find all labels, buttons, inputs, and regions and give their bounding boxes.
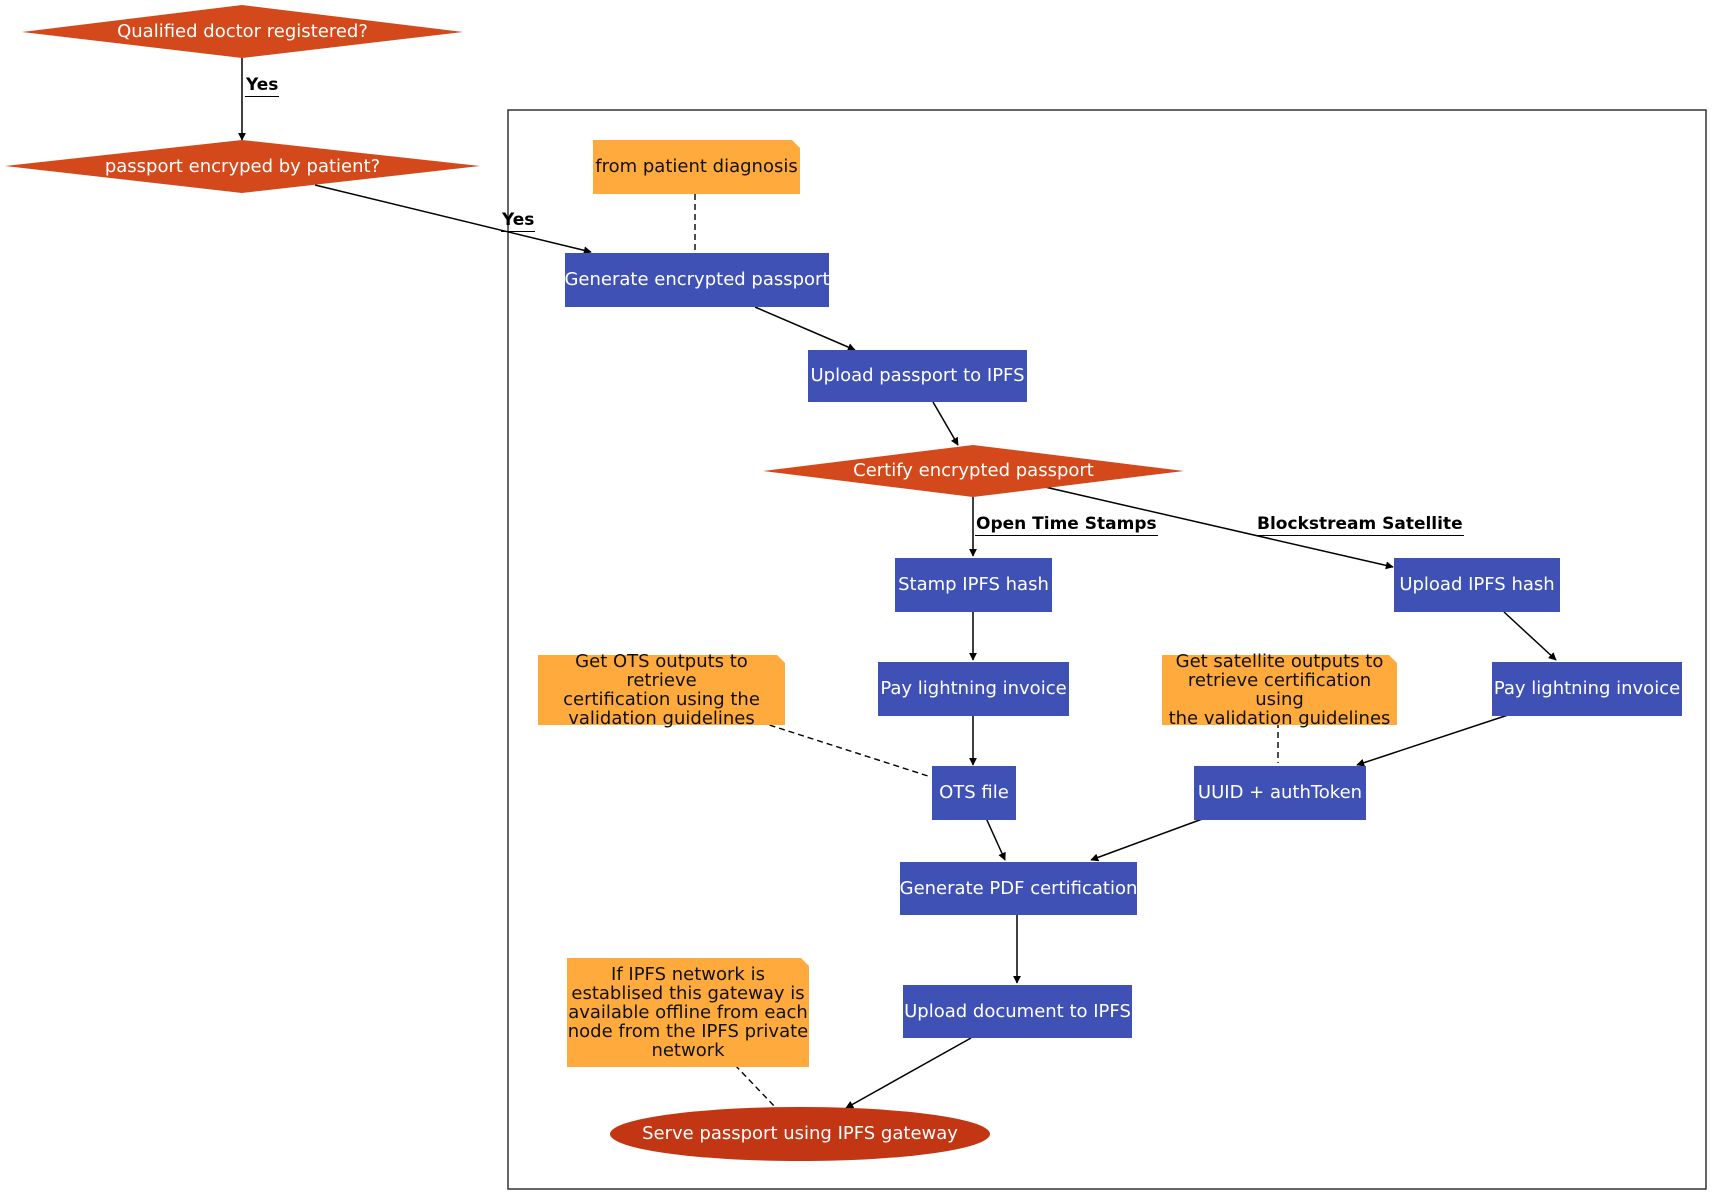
decision-passport-encrypted	[5, 140, 480, 193]
note-ipfs-gateway	[567, 958, 809, 1067]
process-cluster-frame	[507, 109, 1707, 1190]
process-upload-document	[903, 985, 1132, 1038]
edge-upload-doc-to-serve	[845, 1037, 972, 1109]
edge-pay-to-uuid	[1356, 714, 1509, 767]
edge-label-open-time-stamps: Open Time Stamps	[975, 514, 1158, 537]
edge-certify-to-upload-hash	[1044, 486, 1394, 570]
decision-qualified-doctor	[22, 5, 463, 58]
process-stamp-hash	[895, 558, 1052, 612]
flow-edges	[238, 58, 1557, 1109]
terminal-serve-passport	[610, 1107, 990, 1161]
note-from-diagnosis	[593, 140, 800, 194]
process-generate-pdf	[900, 862, 1137, 915]
edge-label-yes-2: Yes	[501, 210, 536, 233]
edge-ots-to-pdf	[985, 817, 1006, 861]
process-upload-hash	[1394, 558, 1560, 612]
process-ots-file	[932, 766, 1016, 820]
process-generate-passport	[565, 253, 829, 307]
edge-label-blockstream-satellite: Blockstream Satellite	[1256, 514, 1464, 537]
decision-certify-passport	[763, 445, 1184, 497]
process-uuid-token	[1194, 766, 1366, 820]
note-ots-outputs	[538, 655, 785, 725]
process-upload-passport	[808, 350, 1027, 402]
edge-label-yes-1: Yes	[245, 75, 280, 98]
edge-generate-to-upload	[754, 306, 856, 351]
edge-upload-hash-to-pay	[1503, 611, 1557, 661]
edge-upload-to-certify	[932, 401, 959, 446]
edge-passport-to-generate	[314, 184, 592, 255]
process-pay-invoice-sat	[1492, 662, 1682, 716]
note-connectors	[694, 194, 1279, 1109]
note-link-gateway	[734, 1064, 777, 1109]
edge-uuid-to-pdf	[1090, 817, 1206, 862]
process-pay-invoice-ots	[878, 662, 1069, 716]
note-link-ots	[759, 721, 929, 777]
note-satellite-outputs	[1162, 655, 1397, 725]
